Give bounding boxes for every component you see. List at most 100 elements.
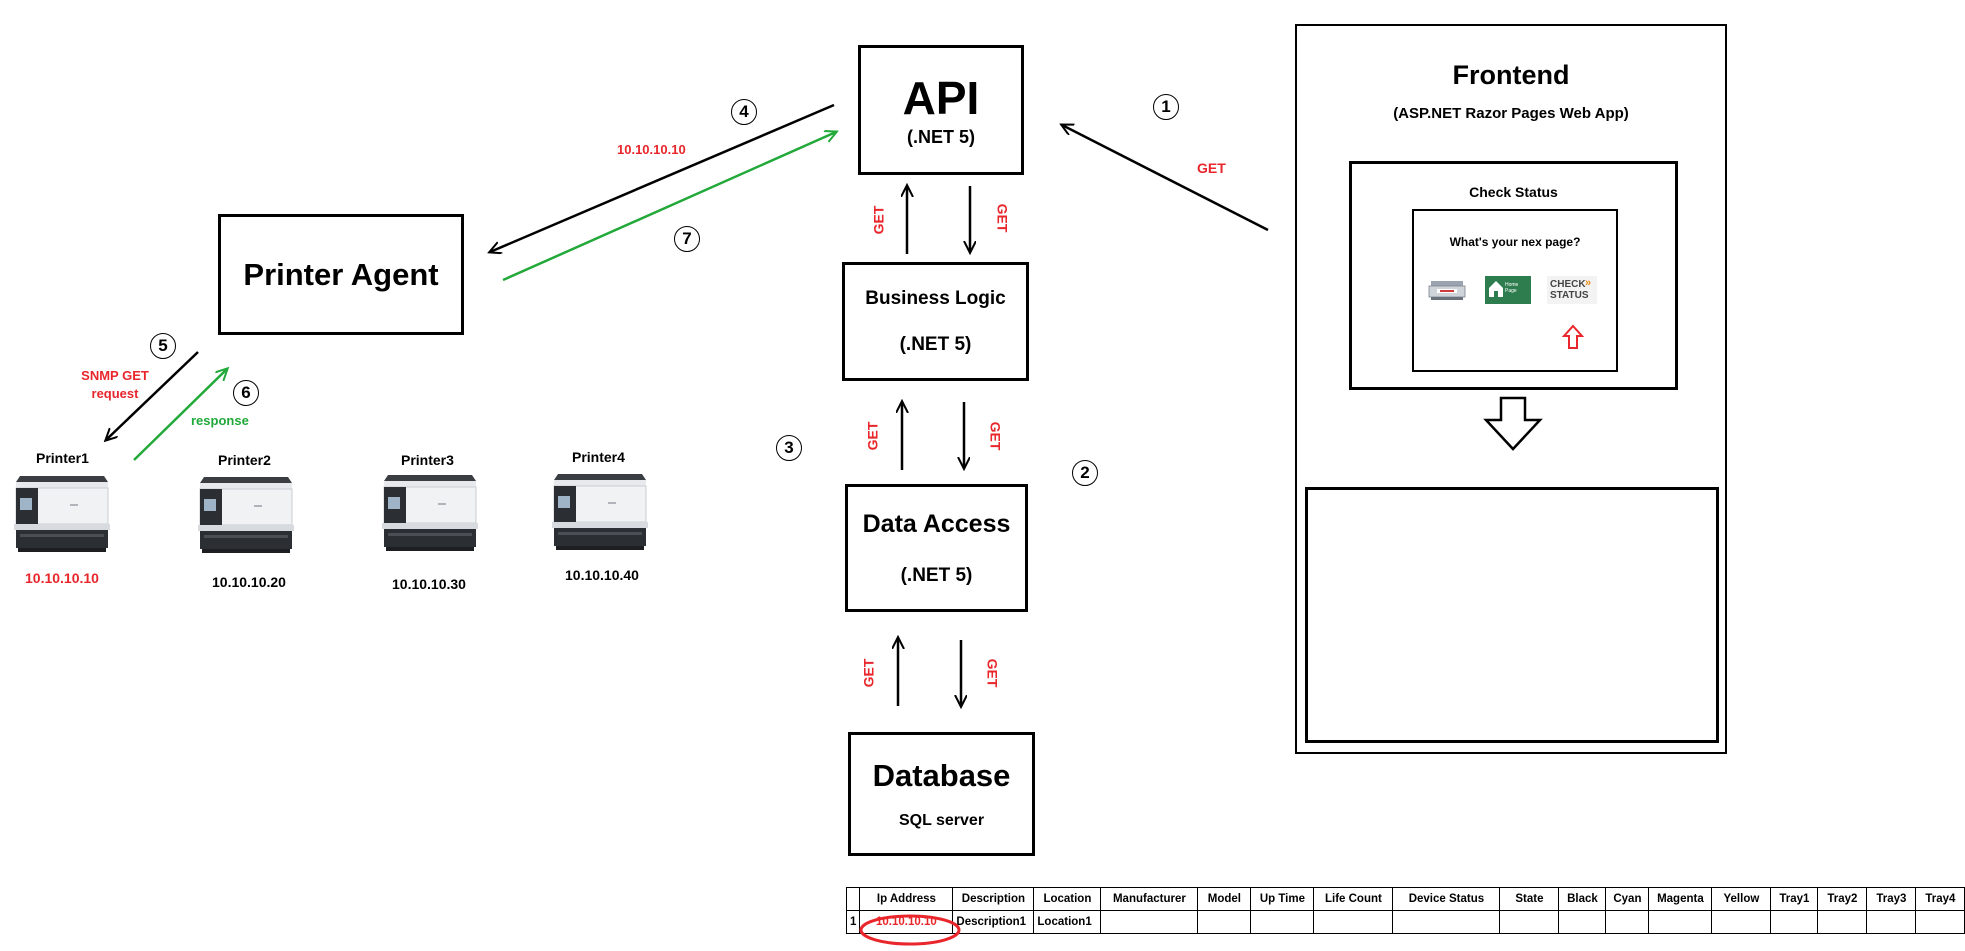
frontend-subtitle: (ASP.NET Razor Pages Web App) [1393,105,1629,122]
printer-2-icon [196,469,296,560]
data-access-subtitle: (.NET 5) [900,564,973,586]
column-header: State [1499,887,1560,911]
snmp-request-label: SNMP GET request [81,368,149,401]
check-status-frame: Check Status What's your nex page? [1349,161,1678,390]
printer-3-icon [380,467,480,558]
arrow-agent-to-api [502,132,836,282]
printer-3-ip: 10.10.10.30 [392,576,466,592]
next-page-prompt: What's your nex page? [1449,235,1581,249]
table-cell [1250,910,1315,934]
column-header: Manufacturer [1100,887,1199,911]
step-5-marker: 5 [150,333,176,359]
table-cell [1100,910,1199,934]
home-icon [1489,281,1503,297]
table-cell [1648,910,1713,934]
arrow-frontend-to-api [1062,125,1269,232]
table-cell [1499,910,1560,934]
data-access-node: Data Access (.NET 5) [845,484,1028,612]
result-frame [1305,487,1719,743]
table-cell: Description1 [952,910,1035,934]
row-index: 1 [845,910,861,934]
step-1-marker: 1 [1153,94,1179,120]
check-status-tile[interactable]: CHECK STATUS » [1547,276,1597,304]
printer-1-ip: 10.10.10.10 [25,570,99,586]
table-cell [1197,910,1252,934]
down-arrow-icon [1483,396,1543,451]
printer-4-ip: 10.10.10.40 [565,567,639,583]
step-4-marker: 4 [731,99,757,125]
column-header: Life Count [1313,887,1394,911]
frontend-panel: Frontend (ASP.NET Razor Pages Web App) C… [1295,24,1727,754]
agent-ip-label: 10.10.10.10 [617,142,686,157]
table-cell [1313,910,1394,934]
home-page-tile[interactable]: Home Page [1485,276,1531,304]
table-cell: 10.10.10.10 [859,910,954,934]
printer-1-icon [12,468,112,559]
table-cell: Location1 [1033,910,1102,934]
column-header: Ip Address [859,887,954,911]
column-header: Black [1558,887,1607,911]
home-tile-label: Home Page [1505,282,1519,294]
double-chevron-icon: » [1585,277,1592,289]
get-label-frontend: GET [1197,160,1226,176]
api-node: API (.NET 5) [858,45,1024,175]
get-label-api-bl-down: GET [994,203,1011,233]
data-access-title: Data Access [862,509,1011,538]
printer-tile-icon [1428,281,1466,300]
column-header: Yellow [1711,887,1772,911]
table-cell [1558,910,1607,934]
get-label-da-db-down: GET [984,658,1001,688]
database-title: Database [872,758,1011,793]
column-header: Magenta [1648,887,1713,911]
table-cell [1817,910,1868,934]
column-header: Device Status [1392,887,1501,911]
check-status-tile-label: CHECK STATUS [1550,279,1589,301]
step-6-marker: 6 [233,380,259,406]
get-label-bl-api-up: GET [870,205,887,235]
step-2-marker: 2 [1072,460,1098,486]
printer-page-tile[interactable] [1428,279,1466,301]
arrow-printer1-to-agent [133,369,227,461]
table-cell [1770,910,1819,934]
check-status-title: Check Status [1469,184,1558,200]
step-3-marker: 3 [776,435,802,461]
get-label-bl-da-down: GET [987,421,1004,451]
business-logic-node: Business Logic (.NET 5) [842,262,1029,381]
table-cell [1711,910,1772,934]
step-7-marker: 7 [674,226,700,252]
next-page-widget: What's your nex page? Home Page [1412,209,1618,372]
column-header: Tray2 [1817,887,1868,911]
column-header: Tray3 [1866,887,1917,911]
api-title: API [902,71,980,124]
database-subtitle: SQL server [898,812,985,829]
table-cell [1866,910,1917,934]
ip-highlight-ellipse [859,914,961,946]
printer-1-name: Printer1 [36,450,89,466]
printer-2-ip: 10.10.10.20 [212,574,286,590]
column-header: Up Time [1250,887,1315,911]
column-header: Model [1197,887,1252,911]
printer-3-name: Printer3 [401,452,454,468]
column-header: Cyan [1605,887,1650,911]
printer-2-name: Printer2 [218,452,271,468]
response-label: response [191,413,249,428]
arrow-api-to-agent [490,103,835,252]
printer-4-name: Printer4 [572,449,625,465]
get-label-da-bl-up: GET [864,421,881,451]
printer-agent-title: Printer Agent [243,256,439,292]
column-header: Tray4 [1915,887,1965,911]
column-header: Location [1033,887,1102,911]
api-subtitle: (.NET 5) [906,126,975,147]
get-label-db-da-up: GET [860,658,877,688]
database-node: Database SQL server [848,732,1035,856]
table-cell [1392,910,1501,934]
table-cell [1605,910,1650,934]
printer-4-icon [550,466,650,557]
column-header: Tray1 [1770,887,1819,911]
red-up-arrow-icon [1561,324,1585,349]
printer-agent-node: Printer Agent [218,214,464,335]
